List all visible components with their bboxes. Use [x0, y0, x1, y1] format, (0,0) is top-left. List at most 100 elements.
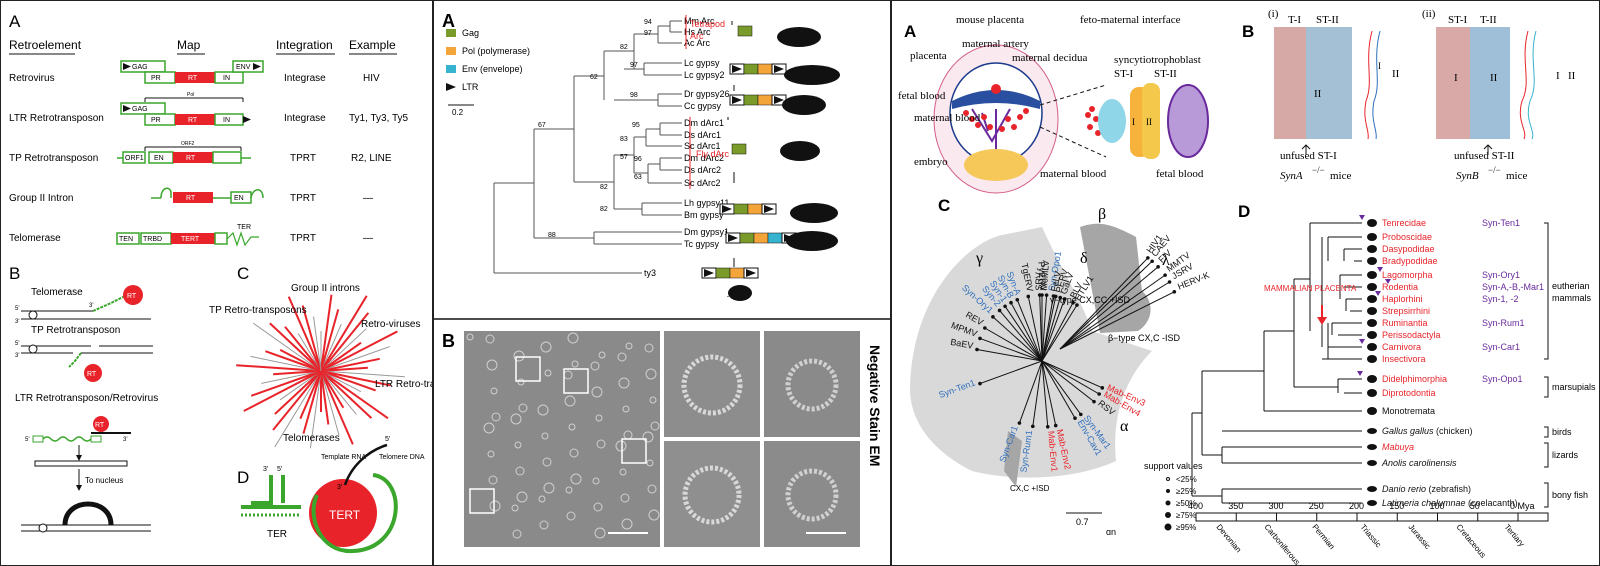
axis-tick: 50 — [1470, 501, 1480, 511]
tree-branch — [279, 348, 322, 372]
support-value: 82 — [600, 206, 608, 213]
svg-text:EN: EN — [234, 195, 244, 202]
order-label: Bradypodidae — [1382, 256, 1438, 266]
axis-tick: 100 — [1430, 501, 1445, 511]
telomerase-complex: D Template RNA Telomere DNA TERT 5' 3' 3… — [237, 436, 425, 554]
order-label: Insectivora — [1382, 354, 1426, 364]
support-value: 97 — [630, 62, 638, 69]
svg-text:β−type CX,C -ISD: β−type CX,C -ISD — [1108, 333, 1180, 343]
svg-text:I: I — [1132, 117, 1135, 127]
animal-icon — [1367, 444, 1377, 450]
svg-text:LTR Retro-transposons: LTR Retro-transposons — [375, 379, 432, 390]
tree-branch — [320, 370, 389, 420]
taxon-label: Ds dArc1 — [684, 130, 721, 140]
tree-branch — [269, 322, 322, 372]
svg-text:TEN: TEN — [119, 236, 133, 243]
svg-text:ORF2: ORF2 — [181, 141, 195, 147]
species-label: Mabuya — [1382, 442, 1414, 452]
svg-text:β: β — [1098, 206, 1106, 223]
svg-text:5': 5' — [385, 436, 390, 443]
tree-branch — [1041, 302, 1074, 362]
svg-text:TP Retro-transposons: TP Retro-transposons — [209, 305, 307, 316]
species-label: Latimeria chalumnae (coelacanth) — [1382, 498, 1518, 508]
map-telomerase: TEN TRBD TERT TER — [116, 224, 259, 247]
axis-tick: 200 — [1349, 501, 1364, 511]
tree-branch — [1041, 297, 1061, 362]
svg-text:5': 5' — [25, 437, 29, 443]
period-label: Permian — [1310, 523, 1336, 552]
svg-text:δ: δ — [1080, 250, 1088, 267]
tree-branch — [320, 324, 342, 372]
col-header-retroelement: Retroelement — [9, 38, 82, 52]
fish-silhouette — [784, 65, 840, 85]
tree-branch — [320, 346, 390, 372]
beetle-silhouette — [790, 203, 838, 223]
svg-text:unfused ST-I: unfused ST-I — [1280, 150, 1337, 162]
taxon-label: Hs Arc — [684, 27, 711, 37]
tree-branch — [320, 370, 405, 378]
support-value: 57 — [620, 154, 628, 161]
period-label: Carboniferous — [1262, 523, 1301, 565]
svg-text:T-I: T-I — [1288, 14, 1301, 26]
support-value: 88 — [548, 232, 556, 239]
row-integration: Integrase — [284, 113, 326, 124]
syncytin-label: Syn-Car1 — [1482, 342, 1520, 352]
period-label: Jurassic — [1406, 523, 1432, 551]
group-label: Arc — [690, 31, 704, 41]
panel-label-c: C — [237, 264, 249, 283]
svg-text:MAMMALIAN PLACENTA: MAMMALIAN PLACENTA — [1264, 284, 1357, 293]
tree-branch — [1041, 360, 1057, 426]
svg-text:C: C — [938, 196, 950, 215]
animal-icon — [1367, 428, 1377, 434]
figure-panel-left: A Retroelement Map Integration Example R… — [0, 0, 433, 566]
tree-branch — [265, 350, 322, 372]
tree-branch — [250, 370, 322, 397]
tree-branch — [1059, 266, 1159, 350]
animal-icon — [1367, 319, 1377, 327]
svg-text:maternal artery: maternal artery — [962, 38, 1029, 50]
svg-text:EN: EN — [154, 155, 164, 162]
svg-text:I: I — [1378, 61, 1381, 71]
order-label: Haplorhini — [1382, 294, 1423, 304]
tree-branch — [1010, 302, 1043, 362]
svg-text:TER: TER — [267, 529, 287, 540]
taxon-label: Ac Arc — [684, 38, 711, 48]
tree-branch — [299, 370, 322, 420]
tree-branch — [320, 357, 380, 372]
group-label: bony fish — [1552, 490, 1588, 500]
figure-panel-middle: A Gag Pol (polymerase) Env (envelope) LT… — [433, 0, 891, 566]
svg-text:RT: RT — [188, 75, 198, 82]
svg-text:II: II — [1314, 88, 1322, 100]
svg-text:A: A — [904, 22, 916, 41]
animal-icon — [1367, 486, 1377, 492]
svg-text:3': 3' — [123, 437, 127, 443]
svg-text:Telomerase: Telomerase — [31, 287, 83, 298]
svg-text:α: α — [1120, 418, 1129, 435]
taxon-label: Dr gypsy26 — [684, 89, 730, 99]
row-name: LTR Retrotransposon — [9, 113, 104, 124]
svg-text:(ii): (ii) — [1422, 8, 1436, 20]
support-value: 97 — [644, 30, 652, 37]
group-label: birds — [1552, 427, 1572, 437]
taxon-label: Lh gypsy11 — [684, 198, 729, 208]
tree-branch — [1059, 291, 1175, 350]
svg-text:mouse placenta: mouse placenta — [956, 14, 1024, 26]
taxon-label: FeLV — [1049, 270, 1063, 292]
tree-branch — [287, 296, 322, 372]
tree-branch — [1041, 360, 1076, 419]
svg-text:5': 5' — [15, 306, 19, 312]
panel-label-a: A — [9, 12, 21, 31]
species-label: Danio rerio (zebrafish) — [1382, 484, 1471, 494]
panel-label-b: B — [9, 264, 20, 283]
svg-text:PR: PR — [151, 117, 161, 124]
mechanism-diagram: B Telomerase RT 5' 3' 3' TP Retrotranspo… — [9, 264, 158, 533]
svg-text:LTR Retrotransposon/Retrovirus: LTR Retrotransposon/Retrovirus — [15, 393, 158, 404]
svg-text:γ: γ — [975, 250, 983, 267]
syncytin-label: Syn-Ten1 — [1482, 218, 1520, 228]
svg-text:mice: mice — [1330, 170, 1351, 182]
svg-text:3': 3' — [15, 319, 19, 325]
tree-branch — [320, 294, 333, 372]
svg-text:RT: RT — [95, 422, 105, 429]
ant-silhouette — [780, 141, 820, 161]
tree-branch — [320, 370, 391, 387]
